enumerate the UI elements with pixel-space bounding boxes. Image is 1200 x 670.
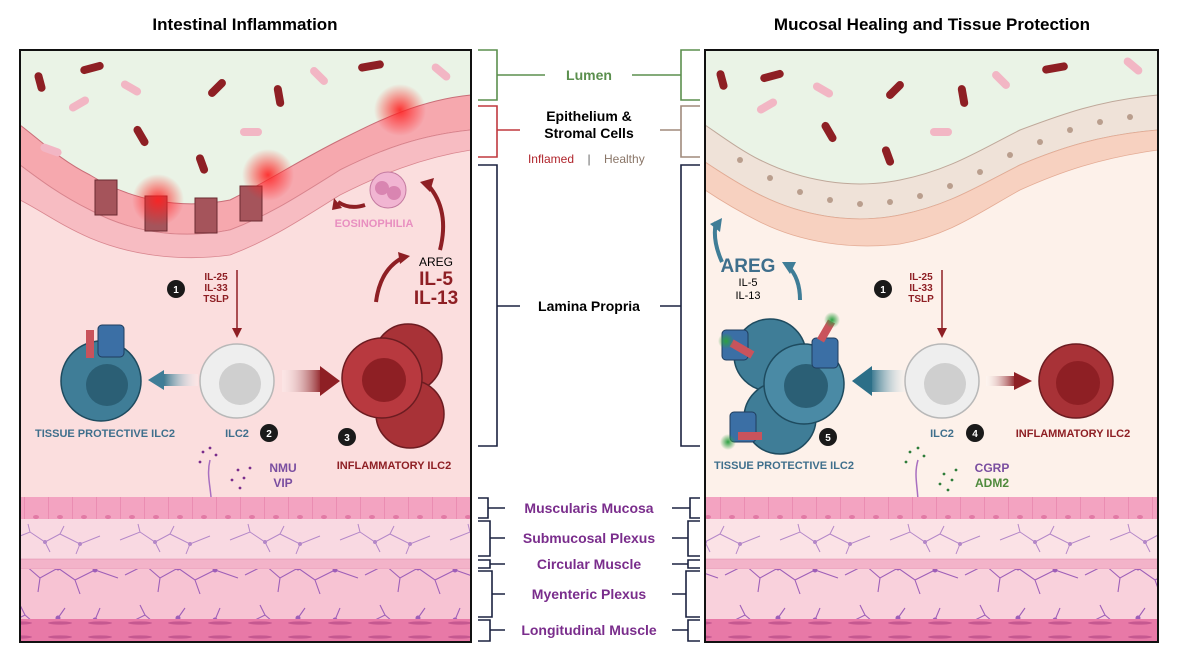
- receptor-icon: [86, 330, 94, 358]
- tissue-protective-label-right: TISSUE PROTECTIVE ILC2: [714, 460, 854, 472]
- step-4-badge: [966, 424, 984, 442]
- arrow-to-tissue-protective-right: [870, 370, 908, 392]
- left-panel: EOSINOPHILIA AREG IL-5 IL-13 1 IL-25 IL-…: [19, 49, 472, 643]
- receptor-signal-glow: [720, 434, 736, 450]
- title-left: Intestinal Inflammation: [152, 15, 337, 34]
- step-1-right: 1: [880, 285, 886, 296]
- inflammatory-label-left: INFLAMMATORY ILC2: [337, 460, 451, 472]
- step-4-label: 4: [972, 429, 978, 440]
- receptor-signal-glow: [824, 312, 840, 328]
- receptor-icon: [811, 337, 839, 369]
- receptor-signal-glow: [718, 333, 734, 349]
- neuropeptide-dots-left: [198, 446, 252, 490]
- title-right: Mucosal Healing and Tissue Protection: [774, 15, 1090, 34]
- state-label-inflamed: Inflamed: [528, 152, 574, 166]
- inflammatory-label-right: INFLAMMATORY ILC2: [1016, 428, 1130, 440]
- il13-label-right: IL-13: [735, 290, 760, 302]
- arrow-to-tissue-protective: [162, 374, 198, 386]
- areg-label-left: AREG: [419, 255, 453, 269]
- layer-label-lamina-propria: Lamina Propria: [538, 298, 640, 314]
- arrow-cytokine-release: [374, 256, 404, 303]
- right-panel: AREG IL-5 IL-13 1 IL-25 IL-33 TSLP 5 TIS…: [704, 49, 1159, 643]
- circular-muscle-left: [19, 558, 472, 570]
- cytokine-il33-left: IL-33: [204, 283, 228, 294]
- step-1-left: 1: [173, 285, 179, 296]
- state-label-separator: |: [587, 152, 590, 166]
- layer-label-epithelium-2: Stromal Cells: [544, 125, 634, 141]
- layer-label-muscularis-mucosa: Muscularis Mucosa: [524, 500, 653, 516]
- layer-label-longitudinal-muscle: Longitudinal Muscle: [521, 622, 657, 638]
- layer-legend: [478, 49, 700, 642]
- layer-label-circular-muscle: Circular Muscle: [537, 556, 641, 572]
- damaged-cell: [94, 179, 118, 216]
- step-5-label: 5: [825, 433, 831, 444]
- ilc2-label-right: ILC2: [930, 428, 954, 440]
- cell-nuclei-right: [737, 114, 1133, 207]
- state-label-healthy: Healthy: [604, 152, 645, 166]
- arrow-to-inflammatory-right: [986, 376, 1016, 386]
- cytokine-il25-left: IL-25: [204, 272, 228, 283]
- il5-label-right: IL-5: [739, 277, 758, 289]
- inflammation-glow: [374, 84, 426, 136]
- tissue-protective-label-left: TISSUE PROTECTIVE ILC2: [35, 428, 175, 440]
- neuropeptide-dots-right: [904, 446, 958, 492]
- neuropeptide-nmu: NMU: [269, 461, 296, 475]
- step-1-badge-right: [874, 280, 892, 298]
- cytokine-il33-right: IL-33: [909, 283, 933, 294]
- step-3-label: 3: [344, 433, 350, 444]
- arrow-to-eosinophil: [426, 183, 446, 251]
- circular-muscle-right: [704, 558, 1159, 570]
- longitudinal-muscle-right: [705, 619, 1158, 642]
- eosinophilia-label: EOSINOPHILIA: [335, 218, 414, 230]
- left-panel-border: [19, 49, 472, 643]
- ilc2-label-left: ILC2: [225, 428, 249, 440]
- arrow-to-epithelium: [336, 200, 366, 209]
- inflammation-glow: [132, 174, 184, 226]
- right-panel-border: [704, 49, 1159, 643]
- receptor-icon: [97, 324, 125, 358]
- layer-label-submucosal-plexus: Submucosal Plexus: [523, 530, 655, 546]
- neuropeptide-adm2: ADM2: [975, 476, 1009, 490]
- damaged-cell: [194, 197, 218, 234]
- cytokine-tslp-right: TSLP: [908, 294, 934, 305]
- bacteria-left: [34, 60, 451, 174]
- bacteria-right: [716, 57, 1143, 166]
- step-5-badge: [819, 428, 837, 446]
- muscularis-mucosa-left: [20, 497, 471, 519]
- step-1-badge-left: [167, 280, 185, 298]
- step-2-label: 2: [266, 429, 272, 440]
- layer-label-myenteric-plexus: Myenteric Plexus: [532, 586, 647, 602]
- cytokine-tslp-left: TSLP: [203, 294, 229, 305]
- inflammation-glow: [242, 149, 294, 201]
- il13-label-left: IL-13: [414, 288, 458, 309]
- longitudinal-muscle-left: [20, 619, 471, 642]
- muscularis-mucosa-right: [705, 497, 1158, 519]
- layer-label-epithelium-1: Epithelium &: [546, 108, 632, 124]
- step-2-badge: [260, 424, 278, 442]
- layer-label-lumen: Lumen: [566, 67, 612, 83]
- cytokine-il25-right: IL-25: [909, 272, 933, 283]
- areg-label-right: AREG: [721, 256, 776, 277]
- neuropeptide-cgrp: CGRP: [975, 461, 1010, 475]
- neuropeptide-vip: VIP: [273, 476, 292, 490]
- step-3-badge: [338, 428, 356, 446]
- il5-label-left: IL-5: [419, 269, 453, 290]
- arrow-to-inflammatory: [282, 370, 322, 392]
